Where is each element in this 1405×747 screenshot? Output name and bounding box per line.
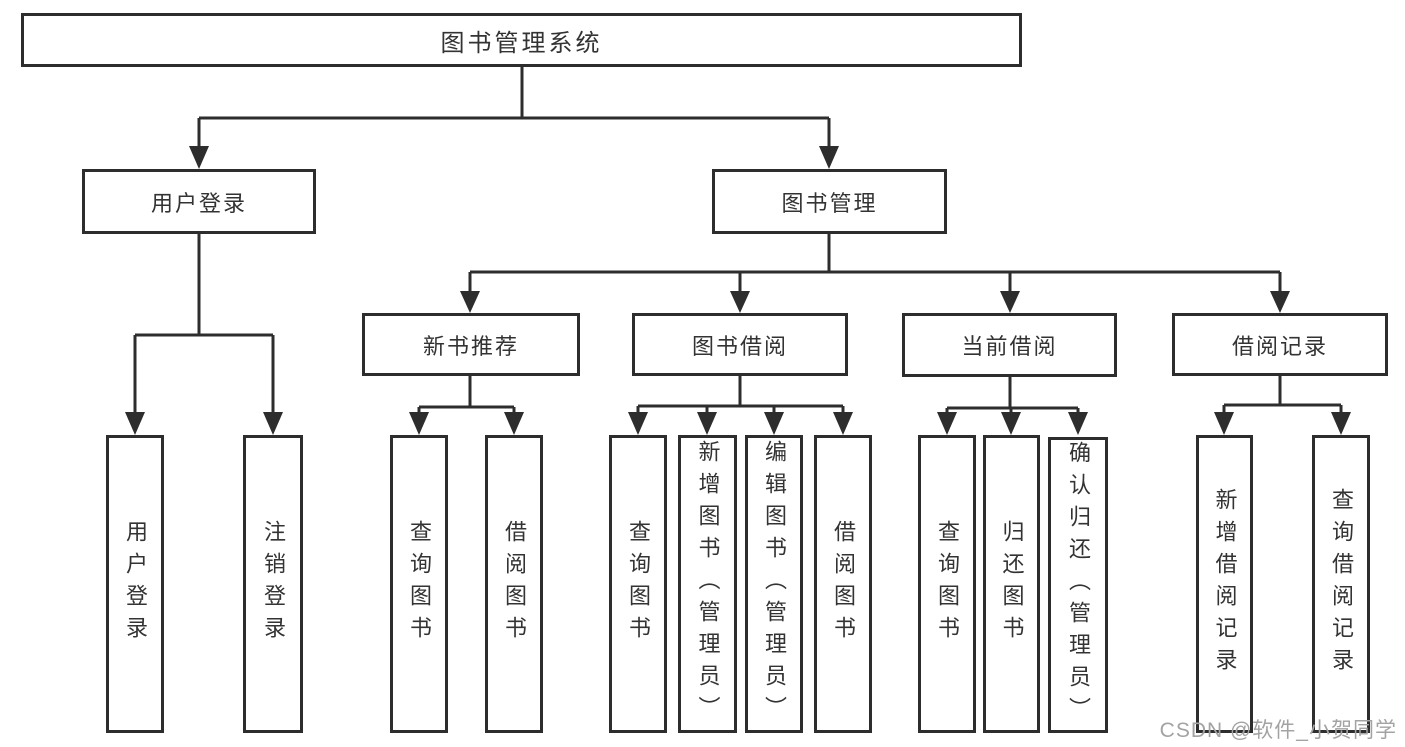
node-user-login: 用户登录 bbox=[82, 169, 316, 234]
arrow-icon bbox=[409, 412, 429, 435]
leaf-user-login: 用户登录 bbox=[106, 435, 164, 733]
leaf-borrow-edit-books-admin: 编辑图书（管理员） bbox=[745, 435, 803, 733]
arrow-icon bbox=[730, 291, 750, 313]
leaf-recommend-borrow-books: 借阅图书 bbox=[485, 435, 543, 733]
arrow-icon bbox=[833, 412, 853, 435]
arrow-icon bbox=[1068, 412, 1088, 435]
arrowheads bbox=[125, 146, 1351, 435]
arrow-icon bbox=[504, 412, 524, 435]
arrow-icon bbox=[189, 146, 209, 169]
leaf-borrow-borrow-books: 借阅图书 bbox=[814, 435, 872, 733]
node-borrow-records: 借阅记录 bbox=[1172, 313, 1388, 376]
arrow-icon bbox=[1000, 291, 1020, 313]
node-current-borrowing: 当前借阅 bbox=[902, 313, 1117, 377]
node-library-management-system: 图书管理系统 bbox=[21, 13, 1022, 67]
leaf-current-query-books: 查询图书 bbox=[918, 435, 976, 733]
leaf-current-return-books: 归还图书 bbox=[983, 435, 1040, 733]
node-book-management: 图书管理 bbox=[712, 169, 947, 234]
tree-edges bbox=[133, 67, 1343, 416]
arrow-icon bbox=[819, 146, 839, 169]
arrow-icon bbox=[1331, 412, 1351, 435]
leaf-records-query-record: 查询借阅记录 bbox=[1312, 435, 1370, 733]
leaf-borrow-query-books: 查询图书 bbox=[609, 435, 667, 733]
leaf-borrow-add-books-admin: 新增图书（管理员） bbox=[678, 435, 737, 733]
arrow-icon bbox=[125, 412, 145, 435]
arrow-icon bbox=[937, 412, 957, 435]
arrow-icon bbox=[697, 412, 717, 435]
leaf-records-add-record: 新增借阅记录 bbox=[1196, 435, 1253, 733]
csdn-watermark: CSDN @软件_小贺同学 bbox=[1159, 719, 1397, 742]
arrow-icon bbox=[628, 412, 648, 435]
node-book-borrowing: 图书借阅 bbox=[632, 313, 848, 376]
arrow-icon bbox=[263, 412, 283, 435]
leaf-recommend-query-books: 查询图书 bbox=[390, 435, 448, 733]
node-new-book-recommend: 新书推荐 bbox=[362, 313, 580, 376]
arrow-icon bbox=[1270, 291, 1290, 313]
leaf-current-confirm-return-admin: 确认归还（管理员） bbox=[1048, 437, 1108, 733]
leaf-logout: 注销登录 bbox=[243, 435, 303, 733]
arrow-icon bbox=[1001, 412, 1021, 435]
arrow-icon bbox=[1214, 412, 1234, 435]
arrow-icon bbox=[460, 291, 480, 313]
arrow-icon bbox=[764, 412, 784, 435]
